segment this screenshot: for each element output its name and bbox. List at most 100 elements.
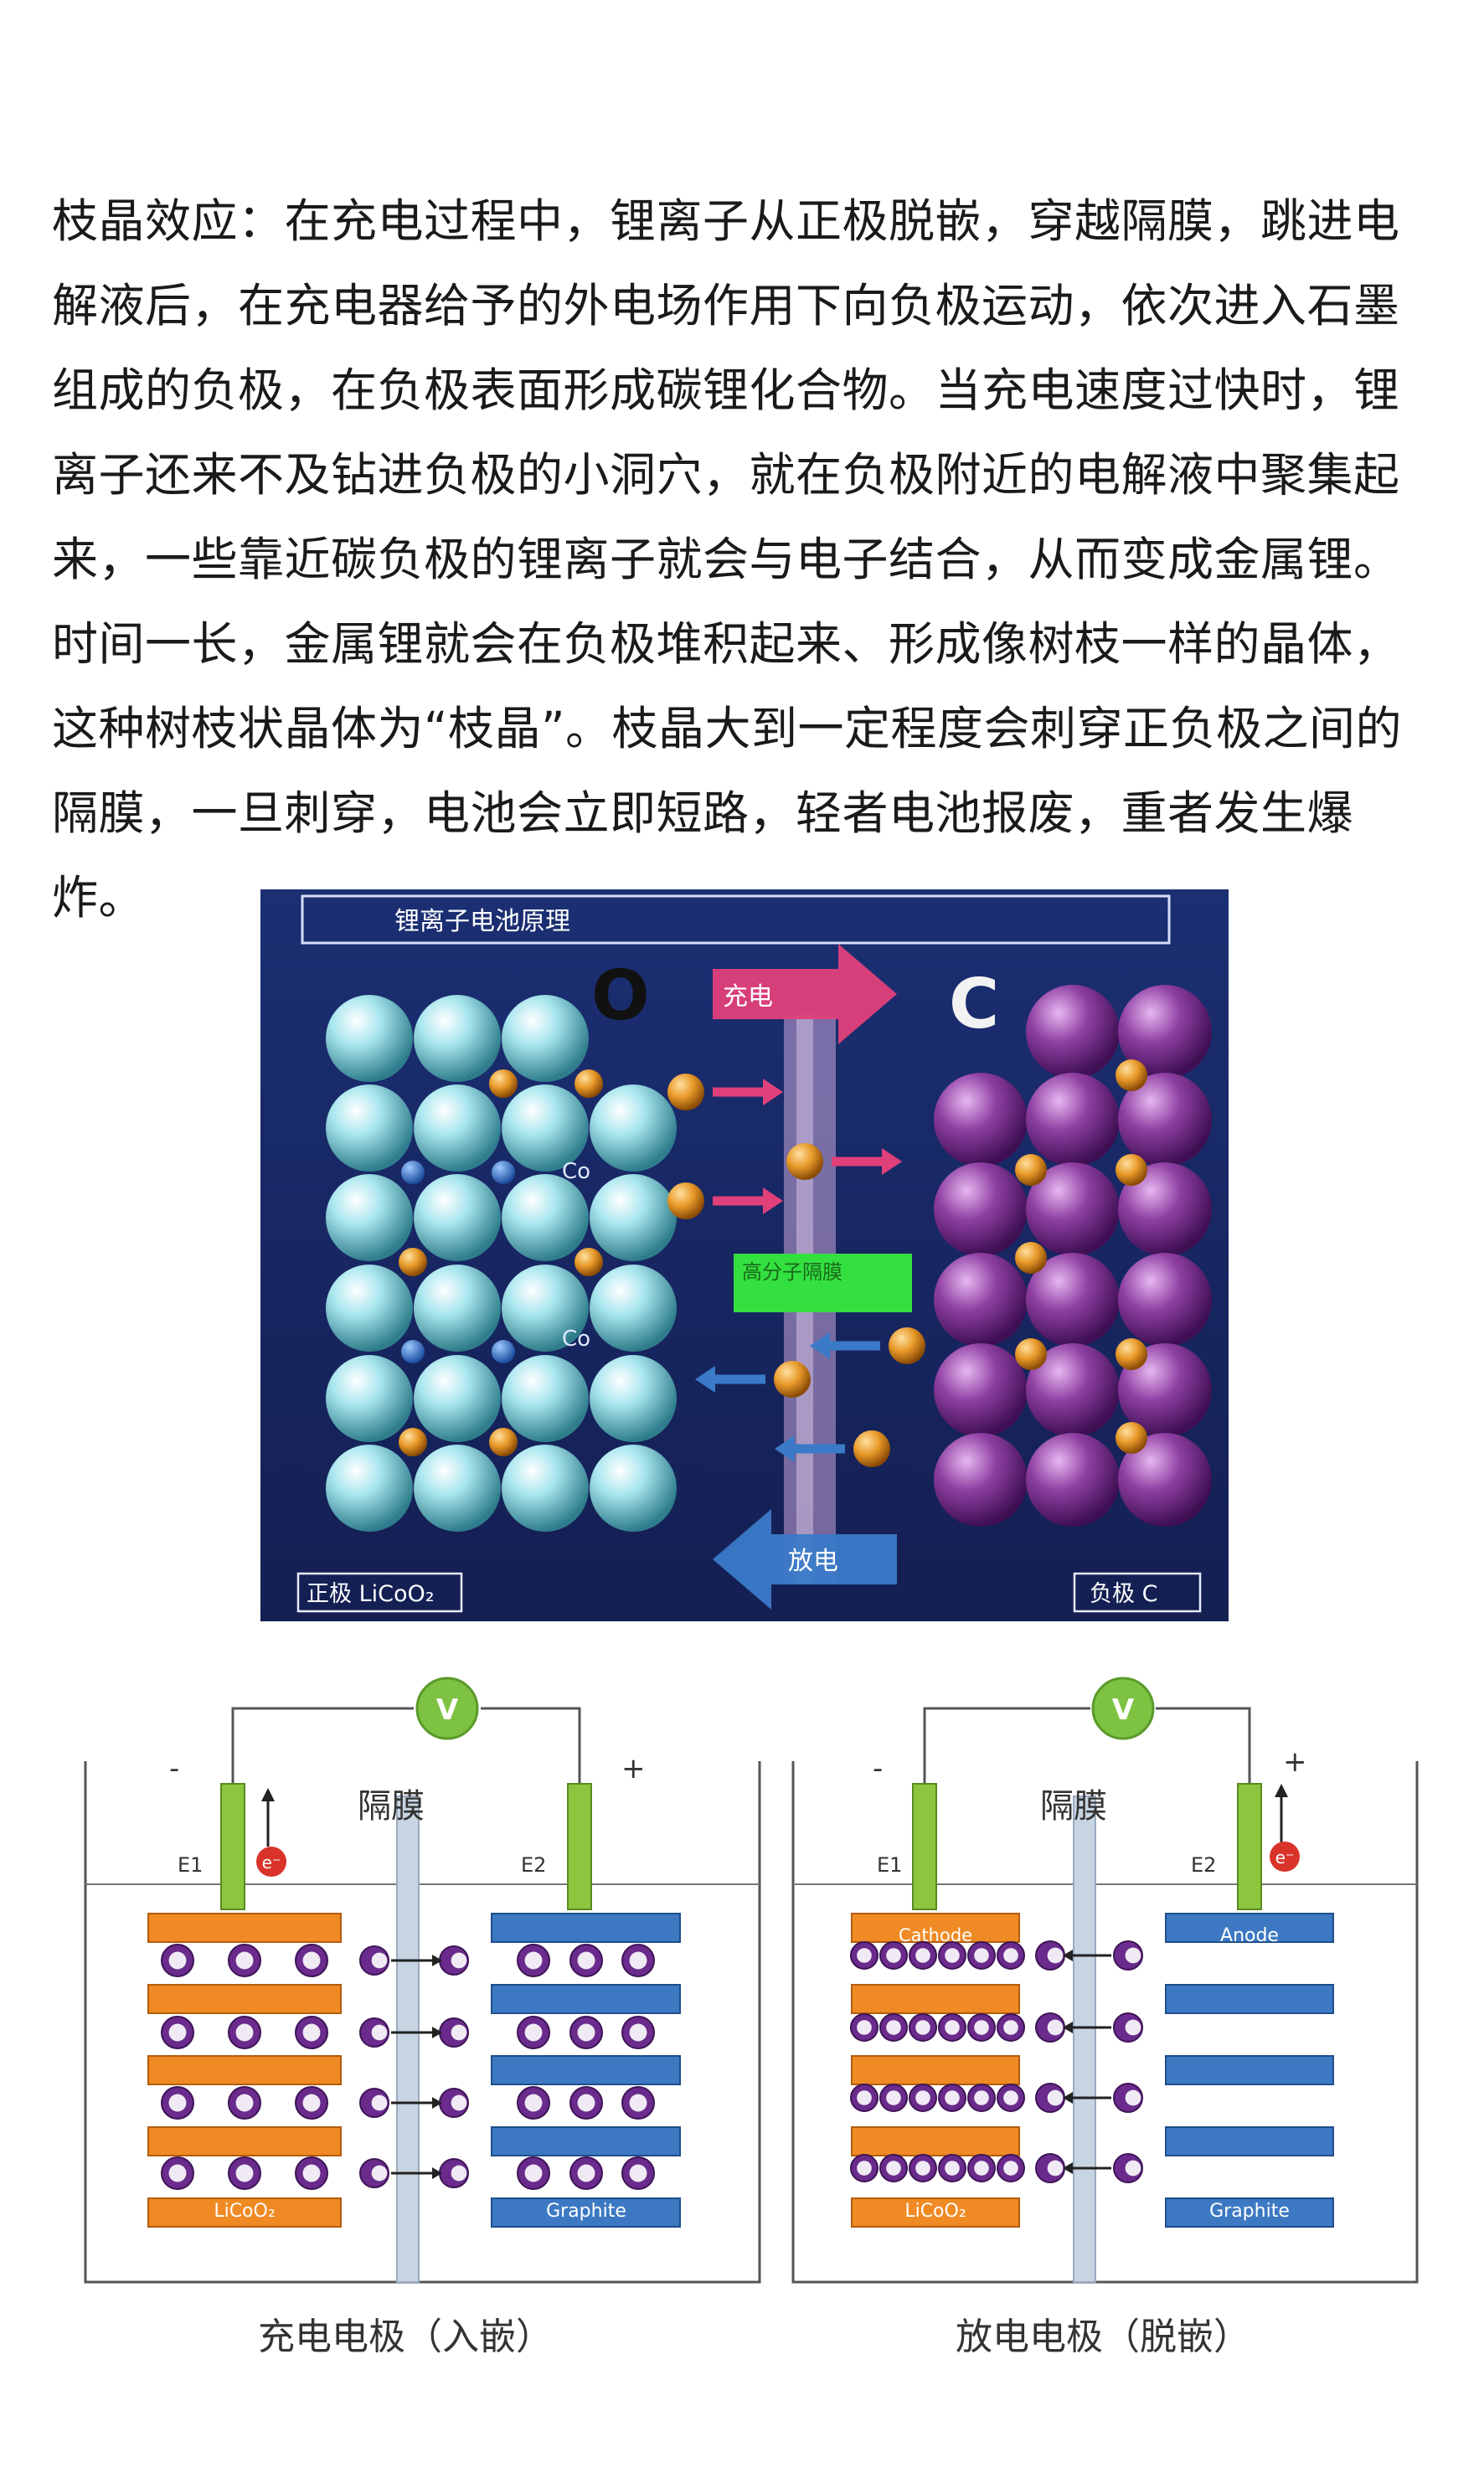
li-ion-core: [524, 1951, 543, 1970]
left-separator-label: 隔膜: [358, 1787, 425, 1826]
li-ion-core: [857, 2161, 872, 2176]
li-ion-core: [371, 2024, 388, 2041]
li-ion-core: [524, 2023, 543, 2042]
li-ion-core: [857, 2090, 872, 2105]
separator-label-box: [734, 1254, 912, 1312]
cathode-atom: [502, 1174, 589, 1261]
moving-li-ion: [853, 1430, 890, 1467]
left-plus: +: [621, 1752, 646, 1785]
cathode-atom: [590, 1085, 677, 1172]
anode-label-box: [1073, 1572, 1202, 1613]
anode-plate: [1165, 2126, 1334, 2156]
li-ion-core: [302, 1951, 321, 1970]
li-ion-core: [1047, 1947, 1064, 1964]
li-ion-core: [235, 2023, 254, 2042]
cathode-atom: [502, 1445, 589, 1532]
li-ion-core: [168, 2094, 187, 2112]
cathode-atom: [326, 1085, 413, 1172]
ion-direction-arrowhead: [432, 1955, 442, 1966]
li-ion-core: [1047, 2089, 1064, 2106]
anode-atoms: [934, 985, 1212, 1527]
co-label-1: Co: [562, 1159, 590, 1184]
right-voltmeter-icon: [1091, 1677, 1155, 1740]
ion-direction-arrowhead: [432, 2027, 442, 2038]
li-ion-core: [945, 2161, 960, 2176]
li-ion-core: [886, 2161, 901, 2176]
moving-li-ions: [667, 1074, 925, 1467]
ion-direction-arrowhead: [1063, 2022, 1073, 2033]
anode-plate: [1165, 1913, 1334, 1943]
ion-direction-arrowhead: [1063, 1950, 1073, 1961]
li-ion-core: [235, 2094, 254, 2112]
anode-plate: [1165, 2055, 1334, 2085]
ion-arrow-head: [882, 1148, 902, 1175]
moving-li-ion: [889, 1327, 925, 1364]
cathode-plate: [147, 2197, 342, 2228]
cathode-li-ion: [489, 1069, 518, 1098]
left-electrode-e2: [567, 1783, 592, 1910]
figure1-title: 锂离子电池原理: [394, 907, 570, 936]
right-cathode-plate-label: LiCoO₂: [904, 2201, 966, 2222]
li-ion-core: [235, 1951, 254, 1970]
li-ion-core: [1003, 2161, 1018, 2176]
cathode-atom: [326, 1445, 413, 1532]
ion-arrow-head: [695, 1366, 715, 1393]
anode-atom: [1118, 1253, 1212, 1347]
anode-li-ion: [1116, 1154, 1147, 1186]
cathode-atom: [590, 1174, 677, 1261]
anode-atom: [1118, 1073, 1212, 1167]
ion-arrow-head: [763, 1079, 783, 1105]
cathode-li-ion: [575, 1069, 603, 1098]
left-separator: [396, 1796, 420, 2283]
cathode-atom: [502, 1085, 589, 1172]
right-anode-top-label: Anode: [1220, 1925, 1279, 1946]
cathode-plate: [147, 1913, 342, 1943]
right-electron-icon: [1270, 1842, 1300, 1872]
li-ion-core: [629, 2094, 647, 2112]
right-separator-label: 隔膜: [1040, 1787, 1107, 1826]
anode-plate: [1165, 2197, 1334, 2228]
anode-atom: [934, 1253, 1028, 1347]
charge-label: 充电: [723, 982, 773, 1012]
li-ion-core: [945, 1948, 960, 1963]
anode-plate: [491, 1913, 681, 1943]
li-ion-core: [629, 1951, 647, 1970]
anode-plate: [491, 2055, 681, 2085]
cathode-plate: [147, 2126, 342, 2156]
separator-label: 高分子隔膜: [742, 1260, 842, 1284]
right-plus: +: [1283, 1745, 1307, 1779]
cathode-atom: [502, 1355, 589, 1442]
discharge-label: 放电: [788, 1547, 838, 1576]
anode-li-ion: [1116, 1338, 1147, 1370]
li-ion-core: [302, 2023, 321, 2042]
article-paragraph: 枝晶效应：在充电过程中，锂离子从正极脱嵌，穿越隔膜，跳进电解液后，在充电器给予的…: [52, 194, 1402, 925]
cathode-plate: [851, 2055, 1020, 2085]
cathode-li-ion: [399, 1428, 427, 1456]
li-ion-principle-figure: 锂离子电池原理 O C Co Co 充电 放电 高分子隔膜 正极 LiC: [260, 889, 1229, 1621]
li-ion-core: [1125, 2160, 1141, 2177]
li-ion-core: [577, 2023, 595, 2042]
anode-atom: [1026, 1253, 1120, 1347]
anode-plate: [491, 1984, 681, 2014]
li-ion-core: [451, 2165, 467, 2182]
cathode-atom: [326, 995, 413, 1082]
li-ion-core: [1125, 2089, 1141, 2106]
left-anode-plate-label: Graphite: [546, 2201, 626, 2222]
figure1-title-box: [301, 894, 1171, 945]
cobalt-atom: [401, 1161, 425, 1184]
right-electrode-e1: [912, 1783, 937, 1910]
left-cathode-plate-label: LiCoO₂: [214, 2201, 275, 2222]
li-ion-core: [577, 2094, 595, 2112]
left-voltmeter-label: V: [436, 1693, 459, 1727]
anode-atom: [1026, 1433, 1120, 1527]
left-electron-icon: [256, 1847, 286, 1877]
right-electron-label: e⁻: [1275, 1847, 1295, 1868]
li-ion-core: [915, 2090, 930, 2105]
anode-atom: [1026, 985, 1120, 1079]
anode-atom: [934, 1162, 1028, 1256]
anode-atom: [1026, 1343, 1120, 1437]
anode-li-ion: [1116, 1059, 1147, 1091]
cathode-atom: [414, 1445, 501, 1532]
li-ion-core: [577, 1951, 595, 1970]
li-ion-core: [577, 2164, 595, 2182]
